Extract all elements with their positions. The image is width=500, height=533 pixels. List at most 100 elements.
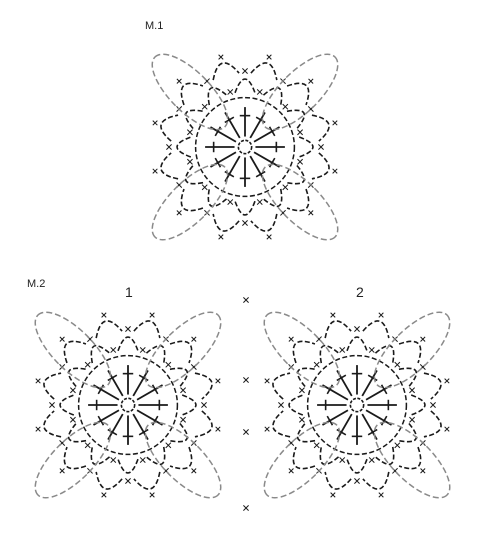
treble-crossbar — [380, 384, 388, 395]
single-crochet-mark — [278, 402, 284, 408]
picot-scallop — [194, 410, 213, 438]
single-crochet-mark — [166, 144, 172, 150]
treble-stitch — [336, 413, 353, 441]
treble-crossbar — [336, 428, 347, 436]
single-crochet-mark — [308, 78, 314, 84]
single-crochet-mark — [378, 312, 384, 318]
single-crochet-mark — [110, 346, 117, 353]
picot-scallop — [362, 320, 390, 339]
treble-crossbar — [214, 157, 222, 168]
single-crochet-mark — [201, 402, 207, 408]
single-crochet-mark — [288, 468, 294, 474]
single-crochet-mark — [186, 129, 193, 136]
treble-crossbar — [255, 116, 266, 124]
picot-scallop — [117, 458, 139, 474]
chain-ring — [194, 96, 296, 198]
single-crochet-mark — [201, 184, 208, 191]
picot-scallop — [346, 458, 368, 474]
single-crochet-mark — [288, 336, 294, 342]
single-crochet-mark — [339, 346, 346, 353]
corner-chain-loop — [373, 421, 451, 499]
single-crochet-mark — [139, 346, 146, 353]
picot-scallop — [184, 109, 204, 130]
treble-stitch — [361, 369, 378, 397]
picot-scallop — [184, 164, 204, 185]
treble-crossbar — [214, 126, 222, 137]
single-crochet-mark — [227, 199, 234, 206]
treble-crossbar — [380, 415, 388, 426]
single-crochet-mark — [180, 387, 187, 394]
picot-scallop — [117, 336, 139, 352]
treble-stitch — [107, 413, 124, 441]
picot-scallop — [160, 114, 179, 142]
picot-scallop — [250, 62, 278, 81]
single-crochet-mark — [282, 103, 289, 110]
single-crochet-mark — [227, 88, 234, 95]
picot-scallop — [181, 394, 197, 416]
chain-ring — [306, 354, 408, 456]
picot-scallop — [133, 320, 161, 339]
single-crochet-mark — [218, 54, 224, 60]
single-crochet-mark — [191, 336, 197, 342]
picot-scallop — [272, 410, 291, 438]
single-crochet-mark — [101, 492, 107, 498]
corner-chain-loop — [144, 311, 222, 389]
single-crochet-mark — [101, 312, 107, 318]
picot-scallop — [95, 320, 123, 339]
picot-scallop — [296, 422, 316, 443]
picot-scallop — [324, 320, 352, 339]
picot-scallop — [362, 471, 390, 490]
picot-scallop — [180, 188, 204, 212]
single-crochet-mark — [444, 426, 450, 432]
single-crochet-mark — [256, 88, 263, 95]
single-crochet-mark — [368, 346, 375, 353]
single-crochet-mark — [59, 468, 65, 474]
single-crochet-mark — [84, 442, 91, 449]
treble-crossbar — [268, 126, 276, 137]
single-crochet-mark — [176, 210, 182, 216]
single-crochet-mark — [298, 387, 305, 394]
chain-ring — [77, 354, 179, 456]
single-crochet-mark — [215, 426, 221, 432]
single-crochet-mark — [313, 361, 320, 368]
picot-scallop — [398, 422, 418, 443]
picot-scallop — [262, 188, 283, 208]
single-crochet-mark — [152, 120, 158, 126]
picot-scallop — [212, 62, 240, 81]
single-crochet-mark — [201, 103, 208, 110]
corner-chain-loop — [144, 421, 222, 499]
treble-crossbar — [268, 157, 276, 168]
motif-m1 — [151, 53, 339, 241]
treble-stitch — [92, 384, 120, 401]
single-crochet-mark — [409, 387, 416, 394]
picot-scallop — [272, 372, 291, 400]
single-crochet-mark — [330, 492, 336, 498]
picot-scallop — [207, 86, 228, 106]
picot-scallop — [286, 164, 306, 185]
join-stitches — [243, 297, 249, 511]
corner-chain-loop — [261, 163, 339, 241]
treble-stitch — [365, 409, 393, 426]
motif-m2-1 — [34, 311, 222, 499]
treble-crossbar — [151, 384, 159, 395]
corner-chain-loop — [263, 421, 341, 499]
single-crochet-mark — [332, 120, 338, 126]
single-crochet-mark — [186, 158, 193, 165]
single-crochet-mark — [125, 478, 131, 484]
treble-crossbar — [255, 170, 266, 178]
picot-scallop — [180, 82, 204, 106]
picot-scallop — [324, 471, 352, 490]
picot-scallop — [423, 372, 442, 400]
picot-scallop — [169, 422, 189, 443]
corner-chain-loop — [261, 53, 339, 131]
picot-scallop — [286, 188, 310, 212]
single-crochet-mark — [339, 457, 346, 464]
picot-scallop — [67, 367, 87, 388]
picot-scallop — [63, 340, 87, 364]
single-crochet-mark — [152, 168, 158, 174]
single-crochet-mark — [394, 361, 401, 368]
picot-scallop — [95, 471, 123, 490]
corner-chain-loop — [373, 311, 451, 389]
single-crochet-mark — [35, 378, 41, 384]
picot-scallop — [133, 471, 161, 490]
